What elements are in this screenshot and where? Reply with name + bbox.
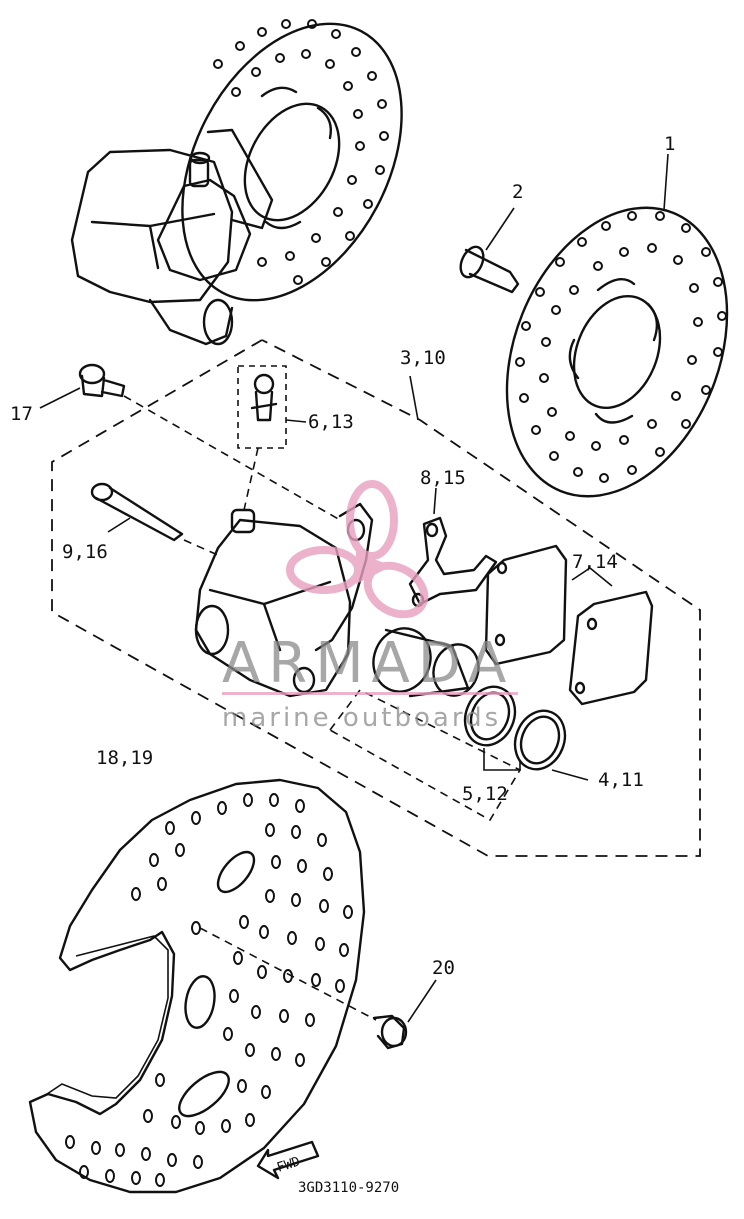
callout-1: 1 bbox=[664, 133, 675, 155]
callout-20: 20 bbox=[432, 957, 455, 979]
bolt-17 bbox=[39, 363, 341, 521]
diagram-code: 3GD3110-9270 bbox=[298, 1180, 399, 1196]
callout-17: 17 bbox=[10, 403, 33, 425]
brake-dust-shield bbox=[28, 778, 366, 1194]
callout-2: 2 bbox=[512, 181, 523, 203]
caliper-assembly-boundary bbox=[51, 339, 701, 857]
brake-disc-1 bbox=[505, 153, 729, 498]
callout-4-11: 4,11 bbox=[598, 769, 644, 791]
callout-3-10: 3,10 bbox=[400, 347, 446, 369]
callout-5-12: 5,12 bbox=[462, 783, 508, 805]
bleed-screw bbox=[237, 365, 307, 511]
watermark-brand: ARMADA bbox=[222, 631, 514, 696]
callout-6-13: 6,13 bbox=[308, 411, 354, 433]
caliper-pin bbox=[90, 482, 221, 557]
fwd-label: FWD bbox=[275, 1154, 302, 1176]
piston-seals bbox=[328, 685, 589, 822]
armada-watermark: ARMADA marine outboards bbox=[222, 480, 518, 733]
callout-9-16: 9,16 bbox=[62, 541, 108, 563]
assembled-caliper bbox=[70, 128, 274, 346]
screw-20 bbox=[199, 927, 437, 1050]
callout-7-14: 7,14 bbox=[572, 551, 618, 573]
callout-18-19: 18,19 bbox=[96, 747, 153, 769]
brake-pads bbox=[484, 544, 654, 706]
watermark-tagline: marine outboards bbox=[222, 703, 501, 733]
fwd-arrow bbox=[256, 1140, 320, 1180]
bolt-2 bbox=[459, 207, 520, 294]
watermark-underline bbox=[222, 692, 518, 695]
callout-8-15: 8,15 bbox=[420, 467, 466, 489]
assembled-brake-disc bbox=[181, 19, 403, 302]
propeller-logo bbox=[286, 480, 429, 619]
